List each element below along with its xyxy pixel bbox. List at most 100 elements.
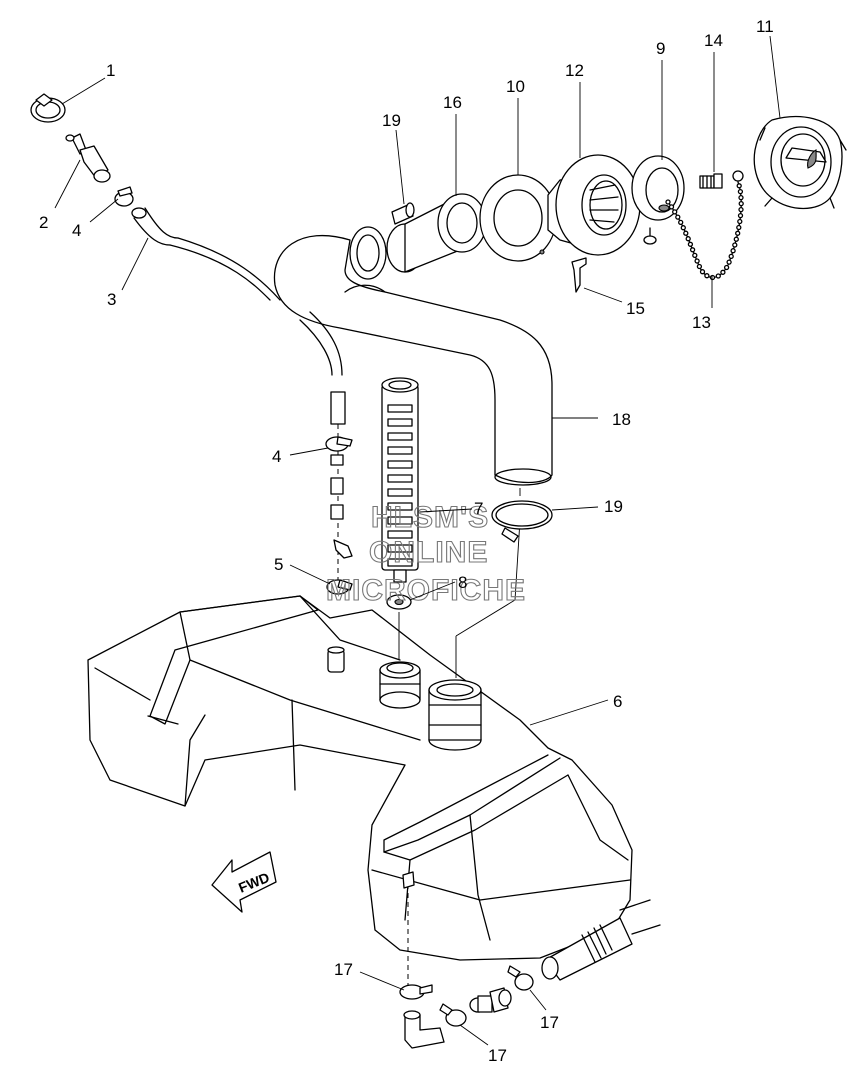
gauge-slot	[387, 530, 413, 539]
chain-bead	[735, 230, 741, 236]
fuel-hose-outlet[interactable]	[541, 899, 661, 981]
chain-ring	[643, 227, 657, 245]
rivet-15[interactable]	[571, 257, 587, 293]
chain-bead	[680, 225, 686, 231]
fuel-cap-11[interactable]	[753, 115, 847, 210]
gasket-10[interactable]	[479, 174, 557, 262]
fwd-arrow: FWD	[211, 851, 277, 913]
gauge-slot	[387, 558, 413, 567]
chain-bead	[736, 224, 742, 231]
chain-bead	[738, 206, 744, 213]
gauge-washer	[386, 594, 412, 610]
gauge-slot	[387, 544, 413, 553]
gauge-slot	[387, 418, 413, 427]
chain-bead	[715, 273, 721, 279]
callout-9: 9	[656, 39, 665, 58]
chain-bead	[678, 219, 684, 226]
screw-14[interactable]	[699, 173, 723, 189]
tank-filler-neck	[428, 679, 482, 751]
clamp-17-right[interactable]	[507, 965, 534, 991]
drain-elbow[interactable]	[403, 1010, 445, 1049]
rubber-ring[interactable]	[349, 226, 387, 280]
watermark-line3: MICROFICHE	[326, 574, 526, 607]
chain-bead	[733, 236, 739, 242]
cap-strap-13[interactable]	[665, 170, 744, 281]
clamp-17-mid[interactable]	[439, 1003, 467, 1027]
chain-bead	[726, 259, 732, 265]
chain-bead	[723, 264, 730, 271]
watermark-line2: ONLINE	[369, 536, 488, 569]
callout-12: 12	[565, 61, 584, 80]
chain-bead	[685, 236, 691, 242]
tank-gauge-neck	[379, 661, 421, 709]
clamp-1[interactable]	[30, 93, 66, 123]
callout-5: 5	[274, 555, 283, 574]
chain-bead	[694, 258, 700, 264]
chain-bead	[689, 247, 696, 253]
callout-17-mid: 17	[488, 1046, 507, 1065]
filler-hose[interactable]	[273, 235, 553, 486]
callout-14: 14	[704, 31, 723, 50]
callout-19-upper: 19	[382, 111, 401, 130]
hose-joint-16[interactable]	[386, 193, 487, 273]
cap-gasket-9[interactable]	[631, 155, 685, 221]
callout-16: 16	[443, 93, 462, 112]
chain-bead	[672, 209, 678, 215]
callout-10: 10	[506, 77, 525, 96]
clamp-17-left[interactable]	[399, 984, 433, 1000]
fuel-joint[interactable]	[469, 987, 512, 1013]
gauge-slot	[387, 446, 413, 455]
bolt-19[interactable]	[391, 202, 415, 225]
callout-6: 6	[613, 692, 622, 711]
chain-bead	[736, 183, 742, 189]
fuel-gauge-unit[interactable]	[381, 377, 419, 583]
gauge-slot	[387, 474, 413, 483]
callout-15: 15	[626, 299, 645, 318]
callout-2: 2	[39, 213, 48, 232]
breather-valve-2[interactable]	[65, 133, 111, 183]
chain-bead	[683, 230, 689, 236]
chain-bead	[738, 200, 744, 207]
watermark: HLSM'S ONLINE MICROFICHE	[325, 500, 526, 607]
callout-7: 7	[474, 499, 483, 518]
chain-bead	[737, 218, 743, 225]
chain-bead	[728, 253, 734, 260]
breather-fittings	[330, 454, 353, 559]
clamp-19[interactable]	[491, 500, 553, 543]
chain-bead	[737, 188, 744, 195]
gauge-slot	[387, 432, 413, 441]
filler-neck-12[interactable]	[547, 154, 641, 256]
chain-bead	[687, 241, 694, 247]
callout-17-right: 17	[540, 1013, 559, 1032]
clamp-5[interactable]	[326, 579, 353, 595]
callout-11: 11	[756, 17, 774, 36]
fuel-tank[interactable]	[87, 595, 633, 961]
callout-1: 1	[106, 61, 115, 80]
chain-bead	[709, 274, 716, 281]
watermark-line1: HLSM'S	[371, 501, 489, 534]
callout-19-lower: 19	[604, 497, 623, 516]
chain-bead	[730, 248, 736, 254]
breather-hose[interactable]	[131, 207, 346, 580]
gauge-slot	[387, 460, 413, 469]
chain-bead	[738, 194, 744, 201]
gauge-slot	[387, 516, 413, 525]
chain-bead	[668, 204, 675, 210]
chain-bead	[720, 269, 726, 275]
chain-bead	[699, 269, 706, 275]
callout-4-upper: 4	[72, 221, 81, 240]
gauge-slot	[387, 404, 413, 413]
callout-17-left: 17	[334, 960, 353, 979]
callout-4-lower: 4	[272, 447, 281, 466]
clamp-4-upper[interactable]	[114, 186, 134, 207]
callout-18: 18	[612, 410, 631, 429]
leader-lines	[54, 35, 781, 1046]
chain-bead	[665, 199, 671, 205]
vent-fitting	[327, 646, 345, 673]
chain-bead	[704, 273, 710, 279]
drain-fitting	[402, 871, 415, 889]
callout-labels: 1 2 3 4 4 5 6 7 8 9 10 11 12 13 14 15 16…	[39, 17, 774, 1065]
clamp-4-lower[interactable]	[325, 436, 353, 452]
gauge-slot	[387, 488, 413, 497]
